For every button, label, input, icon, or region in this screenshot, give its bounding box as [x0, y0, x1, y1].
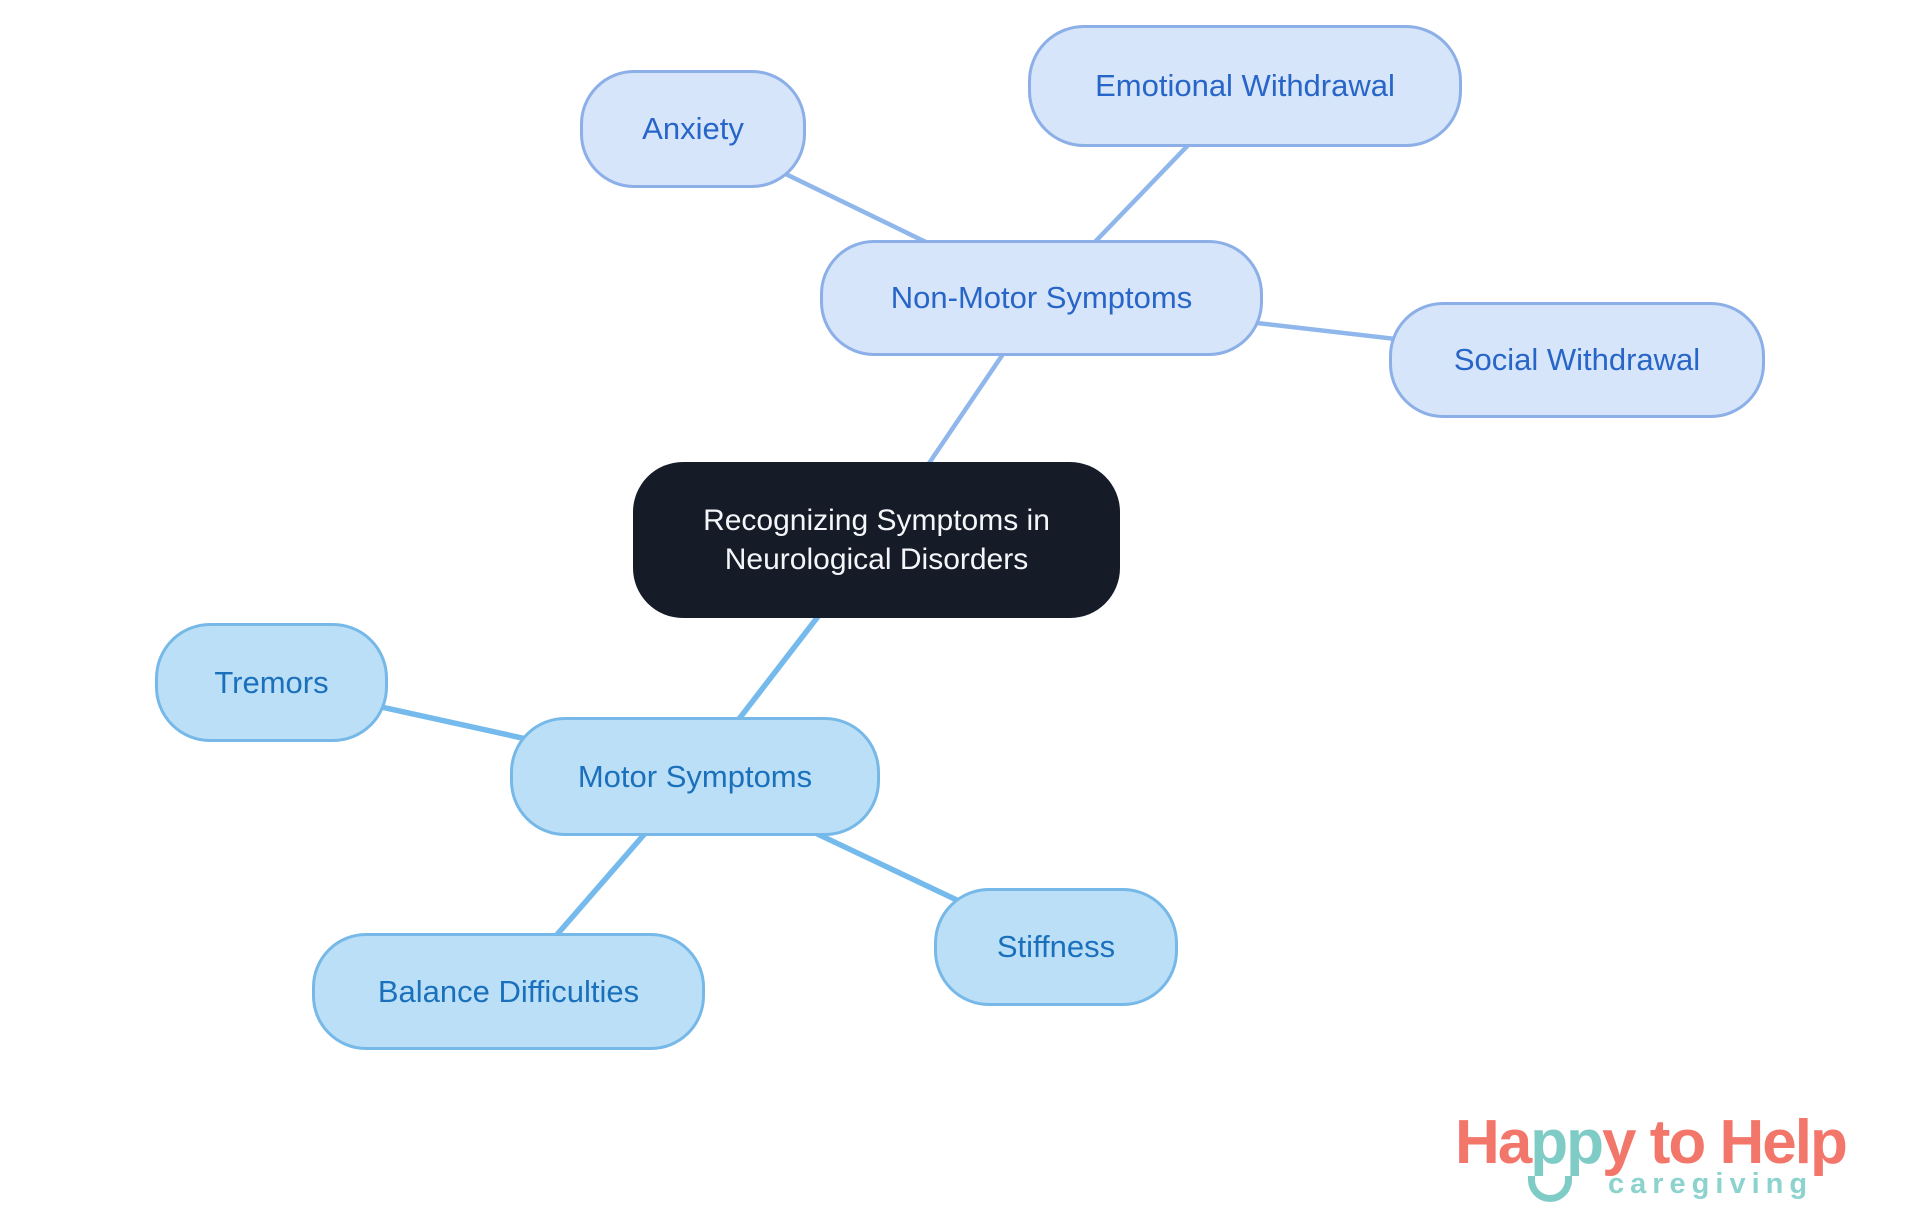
node-tremors: Tremors — [155, 623, 388, 742]
happy-to-help-logo: Happy to Help caregiving — [1455, 1112, 1895, 1212]
node-emotional-withdrawal: Emotional Withdrawal — [1028, 25, 1462, 147]
node-label: Balance Difficulties — [377, 973, 640, 1009]
node-stiffness: Stiffness — [934, 888, 1178, 1006]
central-node-label: Recognizing Symptoms in Neurological Dis… — [703, 504, 1050, 576]
node-anxiety: Anxiety — [580, 70, 806, 188]
smile-icon — [1528, 1176, 1572, 1202]
central-node: Recognizing Symptoms in Neurological Dis… — [633, 462, 1120, 618]
node-label: Stiffness — [996, 929, 1116, 964]
node-label: Social Withdrawal — [1453, 342, 1701, 377]
logo-wordmark: Happy to Help — [1455, 1112, 1848, 1174]
node-label: Tremors — [214, 664, 329, 700]
node-social-withdrawal: Social Withdrawal — [1389, 302, 1765, 418]
node-label: Non-Motor Symptoms — [890, 280, 1193, 315]
logo-wordmark-ha: Ha — [1455, 1108, 1532, 1177]
node-label: Motor Symptoms — [577, 758, 813, 794]
node-balance-difficulties: Balance Difficulties — [312, 933, 705, 1050]
node-label: Emotional Withdrawal — [1095, 68, 1395, 103]
node-non-motor-symptoms: Non-Motor Symptoms — [820, 240, 1263, 356]
node-motor-symptoms: Motor Symptoms — [510, 717, 880, 836]
node-label: Anxiety — [642, 111, 744, 146]
logo-tagline: caregiving — [1608, 1168, 1814, 1200]
logo-wordmark-rest: y to Help — [1602, 1108, 1848, 1177]
logo-wordmark-pp: pp — [1530, 1108, 1604, 1177]
